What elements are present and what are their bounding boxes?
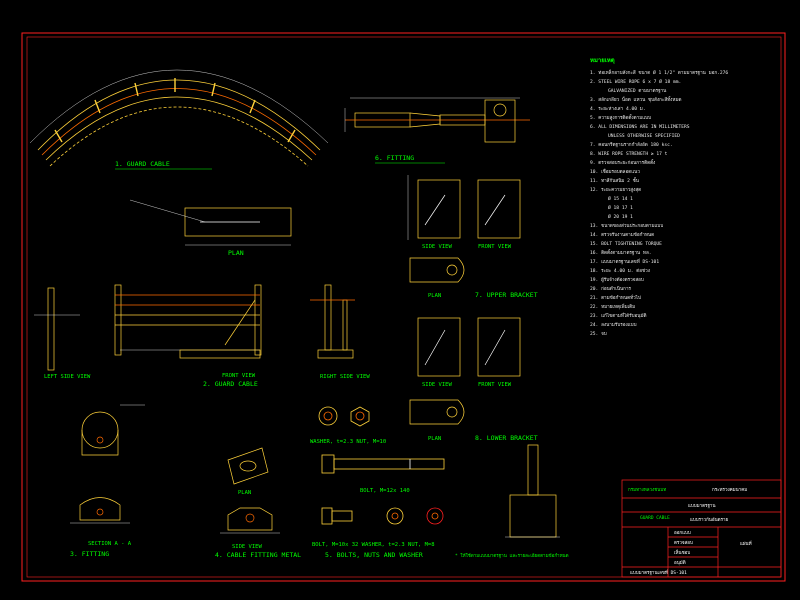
note-line: 3. สลักเกลียว น็อต แหวน ชุบสังกะสีทั้งหม…	[590, 98, 682, 103]
tb-sheet-label: แผ่นที่	[740, 542, 752, 547]
note-line: 6. ALL DIMENSIONS ARE IN MILLIMETERS	[590, 125, 690, 130]
note-line: 20. ก่อนดำเนินการ	[590, 287, 631, 292]
bolts-drawing	[318, 406, 445, 525]
tb-row3: เห็นชอบ	[674, 551, 691, 556]
note-line: 8. WIRE ROPE STRENGTH ≥ 17 t	[590, 152, 668, 157]
note-line: 4. ระยะห่างเสา 4.00 ม.	[590, 107, 646, 112]
tb-row1: ออกแบบ	[674, 531, 691, 536]
note-line: 14. ตรวจรับงานตามข้อกำหนด	[590, 233, 655, 238]
note-line: 9. ตรวจสอบระยะก่อนการติดตั้ง	[590, 161, 656, 166]
note-line: 12. ระยะความยาวสูงสุด	[590, 188, 642, 193]
title-fitting-bottom: 3. FITTING	[70, 550, 109, 558]
note-line: 15. BOLT TIGHTENING TORQUE	[590, 242, 662, 247]
title-left-side-view: LEFT SIDE VIEW	[44, 374, 91, 380]
tb-org-right: กระทรวงคมนาคม	[712, 488, 748, 493]
inner-frame	[26, 36, 782, 578]
cable-fitting-metal-drawing	[220, 447, 280, 534]
general-notes: หมายเหตุ 1. ท่อเหล็กอาบสังกะสี ขนาด Ø 1 …	[590, 55, 785, 475]
note-line: 22. หมายเหตุเพิ่มเติม	[590, 305, 636, 310]
fitting-section-drawing	[70, 404, 145, 524]
note-line: 5. ความสูงการติดตั้งตามแบบ	[590, 116, 652, 121]
notes-heading: หมายเหตุ	[590, 57, 615, 64]
note-line: 11. ทาสีกันสนิม 2 ชั้น	[590, 179, 639, 184]
note-line: 2. STEEL WIRE ROPE 6 x 7 Ø 18 mm.	[590, 80, 682, 85]
notes-list: 1. ท่อเหล็กอาบสังกะสี ขนาด Ø 1 1/2" ตามม…	[590, 69, 785, 339]
upper-bracket-drawing	[407, 175, 521, 283]
guard-cable-elevation	[34, 284, 355, 371]
title-plan: PLAN	[228, 249, 244, 257]
note-line: Ø 18 17 1	[608, 206, 633, 211]
note-line: GALVANIZED ตามมาตรฐาน	[608, 89, 667, 94]
title-guard-cable-mid: 2. GUARD CABLE	[203, 380, 258, 388]
outer-frame	[21, 32, 786, 582]
title-plan-bottom: PLAN	[238, 490, 251, 496]
note-line: 17. แบบมาตรฐานเลขที่ DS-101	[590, 260, 660, 265]
title-side-view: SIDE VIEW	[422, 244, 452, 250]
note-line: 21. ตามข้อกำหนดทั่วไป	[590, 296, 641, 301]
title-front-view: FRONT VIEW	[478, 244, 512, 250]
tb-org: กรมทางหลวงชนบท	[628, 488, 667, 493]
note-line: 10. เชื่อมรอบตลอดแนว	[590, 170, 640, 175]
title-upper-bracket: 7. UPPER BRACKET	[475, 291, 538, 299]
title-right-side-view: RIGHT SIDE VIEW	[320, 374, 370, 380]
title-bolts-nuts-washer: 5. BOLTS, NUTS AND WASHER	[325, 551, 423, 559]
note-line: 24. ลงนามรับรองแบบ	[590, 323, 637, 328]
post-footing-drawing	[505, 444, 560, 538]
note-line: 25. จบ	[590, 332, 607, 337]
title-side-view-bottom: SIDE VIEW	[232, 544, 262, 550]
title-side-view-lower: SIDE VIEW	[422, 382, 452, 388]
title-guard-cable-top: 1. GUARD CABLE	[115, 160, 170, 168]
note-line: Ø 20 19 1	[608, 215, 633, 220]
tb-drawing-title: GUARD CABLE	[640, 516, 670, 521]
guard-cable-curve	[29, 69, 329, 167]
title-block	[621, 479, 782, 578]
fitting-drawing	[344, 97, 530, 143]
title-front-view-lower: FRONT VIEW	[478, 382, 512, 388]
tb-row4: อนุมัติ	[674, 561, 686, 566]
tb-row2: ตรวจสอบ	[674, 541, 693, 546]
lower-bracket-drawing	[409, 317, 521, 425]
title-bolt-bottom: BOLT, M=10x 32 WASHER, t=2.3 NUT, M=8	[312, 542, 435, 548]
title-fitting-top: 6. FITTING	[375, 154, 414, 162]
title-lower-bracket: 8. LOWER BRACKET	[475, 434, 538, 442]
bottom-note: * ให้ใช้ตามแบบมาตรฐาน และรายละเอียดตามข้…	[455, 552, 569, 559]
note-line: Ø 15 14 1	[608, 197, 633, 202]
tb-drawing-title-th: แบบราวกันอันตราย	[690, 518, 729, 523]
plan-drawing	[129, 199, 292, 246]
note-line: 16. ติดตั้งตามมาตรฐาน ทล.	[590, 251, 652, 256]
tb-drawing-no: แบบมาตรฐานเลขที่ DS-101	[630, 571, 687, 576]
title-plan-lower: PLAN	[428, 436, 441, 442]
note-line: 13. ขนาดของส่วนประกอบตามแบบ	[590, 224, 664, 229]
note-line: 23. แก้ไขตามที่ได้รับอนุมัติ	[590, 314, 647, 319]
title-section-aa: SECTION A - A	[88, 541, 132, 547]
tb-subtitle: แบบมาตรฐาน	[688, 504, 716, 509]
note-line: UNLESS OTHERWISE SPECIFIED	[608, 134, 680, 139]
title-bolt-top: BOLT, M=12x 140	[360, 488, 410, 494]
note-line: 18. ระยะ 4.00 ม. ต่อช่วง	[590, 269, 650, 274]
note-line: 19. ผู้รับจ้างต้องตรวจสอบ	[590, 278, 644, 283]
title-plan-upper: PLAN	[428, 293, 441, 299]
title-front-view-mid: FRONT VIEW	[222, 373, 256, 379]
title-washer-nut: WASHER, t=2.3 NUT, M=10	[310, 439, 386, 445]
note-line: 1. ท่อเหล็กอาบสังกะสี ขนาด Ø 1 1/2" ตามม…	[590, 71, 729, 76]
title-cable-fitting-metal: 4. CABLE FITTING METAL	[215, 551, 301, 559]
note-line: 7. คอนกรีตฐานรากกำลังอัด 180 ksc.	[590, 143, 673, 148]
